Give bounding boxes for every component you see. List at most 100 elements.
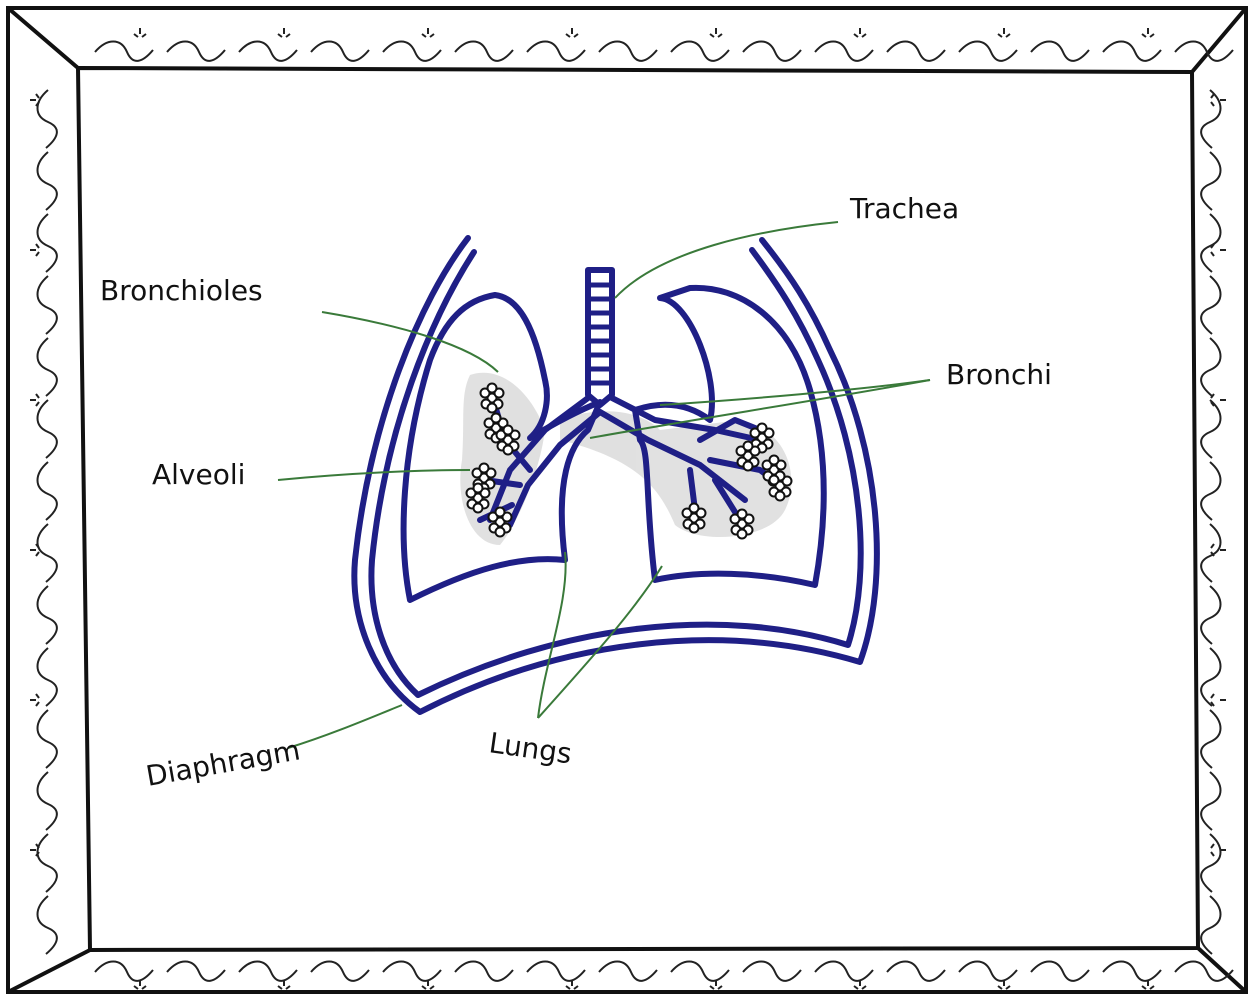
label-trachea: Trachea bbox=[849, 192, 959, 225]
frame-starburst bbox=[30, 694, 39, 706]
frame-swirl bbox=[38, 648, 57, 706]
diaphragm-outline bbox=[354, 238, 877, 712]
frame-swirl bbox=[38, 462, 57, 520]
frame-swirl bbox=[38, 338, 57, 396]
frame-swirl bbox=[671, 962, 729, 981]
frame-starburst bbox=[998, 28, 1010, 37]
frame-swirl bbox=[1031, 42, 1089, 61]
frame-swirl bbox=[38, 276, 57, 334]
frame-starburst bbox=[134, 28, 146, 37]
frame-swirl bbox=[1201, 276, 1220, 334]
label-bronchi: Bronchi bbox=[946, 358, 1052, 391]
frame-swirl bbox=[599, 962, 657, 981]
alveolus-sac bbox=[758, 424, 767, 433]
frame-swirl bbox=[527, 42, 585, 61]
frame-swirl bbox=[38, 90, 57, 148]
trachea-leader bbox=[615, 222, 838, 298]
alveolus-sac bbox=[488, 384, 497, 393]
alveolus-sac bbox=[496, 528, 505, 537]
frame-starburst bbox=[566, 28, 578, 37]
frame-starburst bbox=[854, 28, 866, 37]
diaphragm-leader bbox=[288, 705, 402, 748]
alveolus-sac bbox=[738, 530, 747, 539]
frame-swirl bbox=[38, 586, 57, 644]
frame-starburst bbox=[1211, 394, 1226, 406]
label-bronchioles: Bronchioles bbox=[100, 274, 263, 307]
frame-ornaments bbox=[30, 28, 1233, 989]
frame-corner-tl bbox=[8, 8, 78, 68]
frame-swirl bbox=[1201, 834, 1220, 892]
alveolus-sac bbox=[690, 504, 699, 513]
frame-starburst bbox=[710, 28, 722, 37]
frame-swirl bbox=[1201, 710, 1220, 768]
frame-starburst bbox=[422, 28, 434, 37]
frame-swirl bbox=[311, 42, 369, 61]
alveolus-sac bbox=[738, 510, 747, 519]
frame-swirl bbox=[743, 962, 801, 981]
alveolus-sac bbox=[770, 476, 779, 485]
frame-swirl bbox=[95, 42, 153, 61]
picture-frame bbox=[8, 8, 1246, 992]
diaphragm-outer-line bbox=[354, 238, 877, 712]
frame-starburst bbox=[30, 94, 39, 106]
frame-swirl bbox=[1201, 462, 1220, 520]
alveolus-sac bbox=[744, 462, 753, 471]
frame-swirl bbox=[959, 42, 1017, 61]
alveolus-sac bbox=[504, 446, 513, 455]
alveolus-sac bbox=[776, 492, 785, 501]
frame-swirl bbox=[1201, 338, 1220, 396]
alveolus-sac bbox=[492, 414, 501, 423]
alveolus-sac bbox=[474, 484, 483, 493]
frame-swirl bbox=[455, 962, 513, 981]
frame-swirl bbox=[1201, 586, 1220, 644]
alveolus-sac bbox=[744, 442, 753, 451]
frame-swirl bbox=[167, 42, 225, 61]
frame-swirl bbox=[1103, 962, 1161, 981]
frame-corner-tr bbox=[1192, 8, 1246, 72]
frame-starburst bbox=[1211, 694, 1226, 706]
frame-swirl bbox=[1201, 772, 1220, 830]
frame-starburst bbox=[30, 394, 39, 406]
alveolus-sac bbox=[496, 508, 505, 517]
frame-swirl bbox=[959, 962, 1017, 981]
frame-swirl bbox=[1201, 90, 1220, 148]
frame-swirl bbox=[239, 962, 297, 981]
frame-swirl bbox=[38, 214, 57, 272]
label-alveoli: Alveoli bbox=[152, 458, 245, 491]
frame-swirl bbox=[1201, 152, 1220, 210]
frame-swirl bbox=[1201, 896, 1220, 954]
alveoli-leader bbox=[278, 470, 470, 480]
alveolus-sac bbox=[690, 524, 699, 533]
alveolus-sac bbox=[770, 456, 779, 465]
labels: Trachea Bronchioles Bronchi Alveoli Diap… bbox=[100, 192, 1052, 793]
frame-swirl bbox=[38, 152, 57, 210]
frame-swirl bbox=[38, 772, 57, 830]
frame-swirl bbox=[1031, 962, 1089, 981]
frame-swirl bbox=[887, 962, 945, 981]
frame-swirl bbox=[815, 42, 873, 61]
frame-starburst bbox=[1142, 28, 1154, 37]
frame-swirl bbox=[38, 834, 57, 892]
alveolus-sac bbox=[474, 504, 483, 513]
frame-swirl bbox=[1201, 400, 1220, 458]
frame-swirl bbox=[599, 42, 657, 61]
frame-starburst bbox=[278, 28, 290, 37]
frame-swirl bbox=[311, 962, 369, 981]
frame-swirl bbox=[455, 42, 513, 61]
frame-swirl bbox=[38, 524, 57, 582]
label-diaphragm: Diaphragm bbox=[143, 733, 302, 793]
trachea-rings bbox=[589, 285, 611, 383]
frame-swirl bbox=[887, 42, 945, 61]
frame-swirl bbox=[38, 710, 57, 768]
frame-swirl bbox=[1103, 42, 1161, 61]
frame-swirl bbox=[671, 42, 729, 61]
frame-swirl bbox=[743, 42, 801, 61]
frame-swirl bbox=[383, 962, 441, 981]
frame-starburst bbox=[30, 244, 39, 256]
frame-swirl bbox=[383, 42, 441, 61]
frame-swirl bbox=[38, 896, 57, 954]
frame-inner-border bbox=[78, 68, 1198, 950]
bronchi-leader-1 bbox=[660, 380, 930, 405]
alveolus-sac bbox=[488, 404, 497, 413]
